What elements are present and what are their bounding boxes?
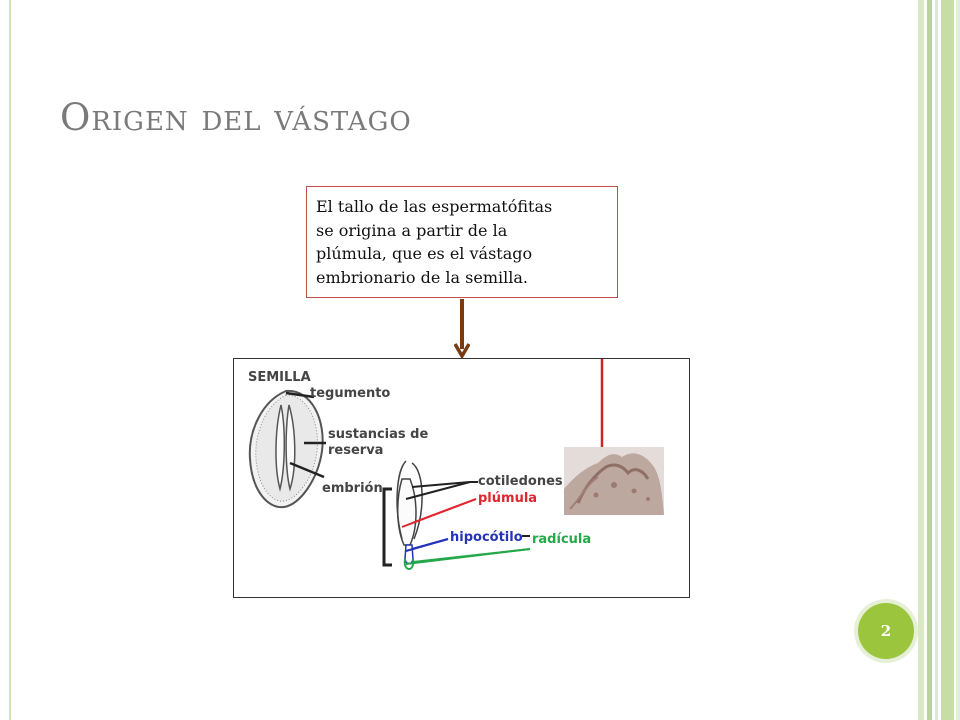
page-number: 2 [880, 622, 892, 640]
micrograph-image [564, 447, 664, 515]
label-hipocotilo: hipocótilo [450, 530, 523, 545]
right-frame-stripe [935, 0, 938, 720]
right-frame-stripe [927, 0, 932, 720]
label-tegumento: tegumento [310, 386, 390, 401]
seed-illustration [248, 389, 324, 509]
label-sustancias: sustancias de [328, 427, 428, 442]
arrow-down-icon [454, 343, 470, 359]
callout-line: plúmula, que es el vástago [316, 244, 533, 263]
right-frame-stripe [941, 0, 954, 720]
label-reserva: reserva [328, 443, 383, 458]
label-plumula: plúmula [478, 491, 537, 506]
right-frame-stripe [956, 0, 960, 720]
label-semilla: SEMILLA [248, 370, 311, 385]
right-frame-stripe [918, 0, 924, 720]
left-frame-line [9, 0, 11, 720]
embryo-illustration [396, 460, 423, 571]
page-number-badge: 2 [858, 603, 914, 659]
label-radicula: radícula [532, 532, 591, 547]
callout-line: El tallo de las espermatófitas [316, 197, 553, 216]
callout-line: se origina a partir de la [316, 220, 508, 240]
slide-title: Origen del vástago [60, 96, 412, 139]
label-cotiledones: cotiledones [478, 474, 563, 489]
callout-line: embrionario de la semilla. [316, 267, 528, 287]
callout-box: El tallo de las espermatófitas se origin… [306, 186, 618, 298]
connector-arrow-shaft [460, 299, 464, 349]
seed-diagram: SEMILLA tegumento sustancias de reserva … [233, 358, 690, 598]
seed-diagram-svg: SEMILLA tegumento sustancias de reserva … [248, 359, 664, 571]
label-embrion: embrión [322, 481, 383, 496]
